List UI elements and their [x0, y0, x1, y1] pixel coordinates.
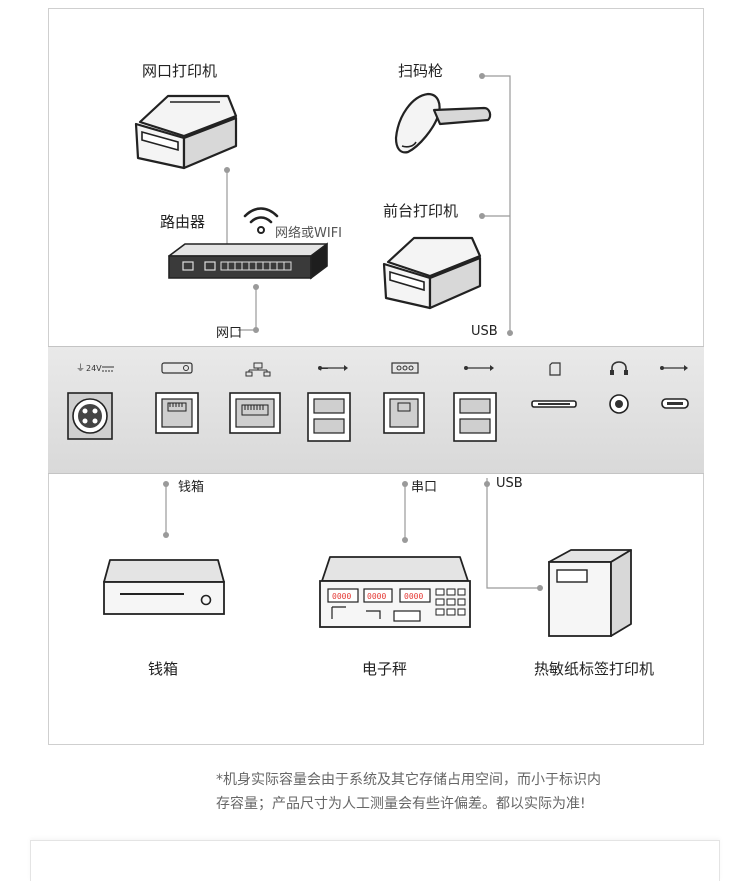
next-section-card: [30, 840, 720, 881]
wifi-label: 网络或WIFI: [275, 226, 342, 241]
power-port-icon: ⏚ 24V: [67, 363, 114, 440]
cash-drawer-port-label: 钱箱: [178, 480, 205, 495]
scale-label: 电子秤: [362, 660, 408, 678]
router-image: [168, 242, 328, 280]
disclaimer-line-2: 存容量；产品尺寸为人工测量会有些许偏差。都以实际为准!: [216, 796, 586, 812]
svg-text:⏚: ⏚: [76, 363, 85, 374]
cash-drawer-port-icon: [155, 362, 199, 434]
label-printer-label: 热敏纸标签打印机: [534, 660, 655, 678]
port-panel: ⏚ 24V: [48, 346, 704, 474]
front-printer-label: 前台打印机: [383, 202, 459, 220]
disclaimer-note: *机身实际容量会由于系统及其它存储占用空间，而小于标识内 存容量；产品尺寸为人工…: [216, 768, 716, 816]
cash-drawer-label: 钱箱: [148, 660, 179, 678]
network-printer-image: [134, 94, 238, 170]
cash-drawer-image: [103, 559, 225, 615]
power-voltage-text: 24V: [86, 364, 102, 373]
usb-port-group-1: ⭠: [307, 361, 351, 442]
scanner-image: [394, 92, 492, 154]
wifi-icon: [243, 207, 279, 234]
disclaimer-line-1: *机身实际容量会由于系统及其它存储占用空间，而小于标识内: [216, 772, 601, 788]
label-printer-image: [548, 549, 632, 637]
front-printer-image: [382, 236, 482, 310]
usb-bottom-label: USB: [496, 476, 523, 491]
serial-port-icon: [383, 362, 425, 434]
scale-display-3: 0000: [404, 592, 423, 601]
sd-card-slot-icon: [531, 362, 577, 408]
router-label: 路由器: [160, 213, 206, 231]
electronic-scale-image: 0000 0000 0000: [319, 556, 471, 628]
scanner-label: 扫码枪: [398, 62, 444, 80]
usb-bottom-line: [486, 478, 540, 589]
serial-label: 串口: [411, 480, 438, 495]
headphone-jack-icon: [609, 361, 629, 414]
scale-display-2: 0000: [367, 592, 386, 601]
scale-display-1: 0000: [332, 592, 351, 601]
lan-label: 网口: [216, 326, 243, 341]
network-printer-label: 网口打印机: [142, 62, 218, 80]
lan-port-icon: [229, 362, 281, 434]
usb-port-group-2: [453, 365, 497, 442]
usb-top-line: [482, 75, 511, 333]
micro-usb-port-icon: [660, 365, 689, 409]
usb-top-label: USB: [471, 324, 498, 339]
